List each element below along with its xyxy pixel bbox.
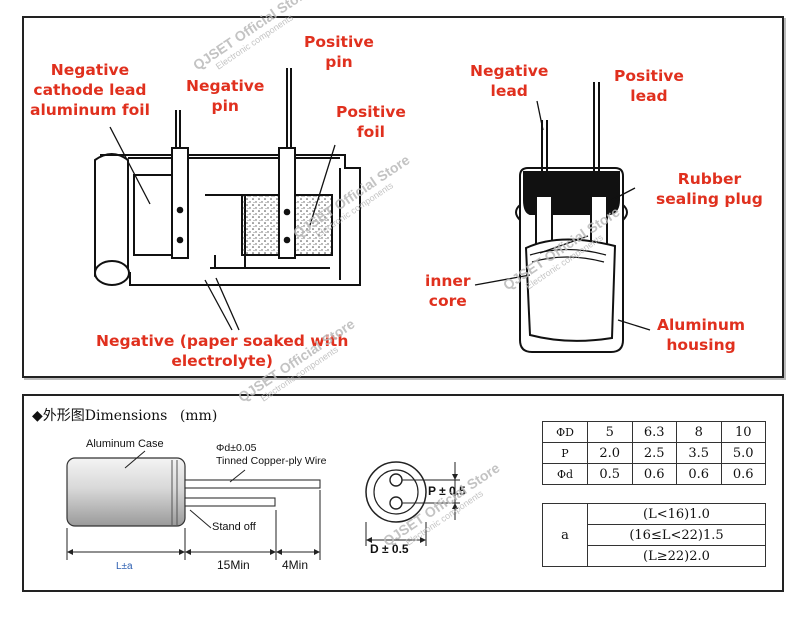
table-cell: 0.6: [631, 463, 677, 485]
label-aluminum-case: Aluminum Case: [86, 438, 164, 450]
table-cell: 8: [676, 421, 722, 443]
table-cell: 0.6: [720, 463, 766, 485]
table-row: (L≥22)2.0: [543, 545, 766, 567]
table-cell: (L<16)1.0: [587, 503, 766, 525]
label-positive-lead: Positive lead: [614, 67, 684, 105]
label-15-min: 15Min: [217, 558, 250, 572]
label-negative-cathode-lead: Negative cathode lead aluminum foil: [30, 61, 150, 119]
table-cell: P: [542, 442, 588, 464]
label-4-min: 4Min: [282, 558, 309, 572]
table-cell: (L≥22)2.0: [587, 545, 766, 567]
table-cell: 2.5: [631, 442, 677, 464]
label-negative-paper: Negative (paper soaked with electrolyte): [96, 332, 349, 370]
table-row: P 2.0 2.5 3.5 5.0: [542, 442, 766, 464]
label-positive-pin: Positive pin: [304, 33, 374, 71]
table-cell: 0.5: [587, 463, 633, 485]
table-cell: Φd: [542, 463, 588, 485]
table-cell: 6.3: [631, 421, 677, 443]
table-cell: 2.0: [587, 442, 633, 464]
label-negative-pin: Negative pin: [186, 77, 265, 115]
label-rubber-sealing-plug: Rubber sealing plug: [656, 170, 763, 208]
label-aluminum-housing: Aluminum housing: [657, 316, 746, 354]
dimension-table: ΦD 5 6.3 8 10 P 2.0 2.5 3.5 5.0 Φd 0.5 0…: [542, 421, 766, 485]
table-cell: 10: [720, 421, 766, 443]
title-chinese: 外形图: [42, 408, 85, 424]
label-l-a: L±a: [116, 561, 133, 572]
label-tinned-wire: Tinned Copper-ply Wire: [216, 455, 327, 467]
table-cell: ΦD: [542, 421, 588, 443]
table-cell: 0.6: [676, 463, 722, 485]
table-row: ΦD 5 6.3 8 10: [542, 421, 766, 443]
label-stand-off: Stand off: [212, 521, 256, 533]
table-cell: 3.5: [676, 442, 722, 464]
table-cell: a: [542, 503, 588, 567]
table-row: Φd 0.5 0.6 0.6 0.6: [542, 463, 766, 485]
label-inner-core: inner core: [425, 272, 471, 310]
table-row: a (L<16)1.0: [542, 503, 766, 567]
table-cell: (16≤L<22)1.5: [587, 524, 766, 546]
table-cell: 5: [587, 421, 633, 443]
title-english: Dimensions: [84, 408, 168, 424]
title-unit: (mm): [179, 408, 218, 424]
diamond-icon: ◆: [32, 408, 43, 424]
label-phi-d-tolerance: Φd±0.05: [216, 442, 257, 454]
label-positive-foil: Positive foil: [336, 103, 406, 141]
lead-tolerance-table: a (L<16)1.0 (16≤L<22)1.5 (L≥22)2.0: [542, 503, 766, 567]
label-p-tolerance: P ± 0.5: [428, 484, 466, 498]
dimensions-title: ◆外形图Dimensions (mm): [32, 405, 217, 425]
label-d-tolerance: D ± 0.5: [370, 542, 409, 556]
label-negative-lead: Negative lead: [470, 62, 549, 100]
table-cell: 5.0: [720, 442, 766, 464]
